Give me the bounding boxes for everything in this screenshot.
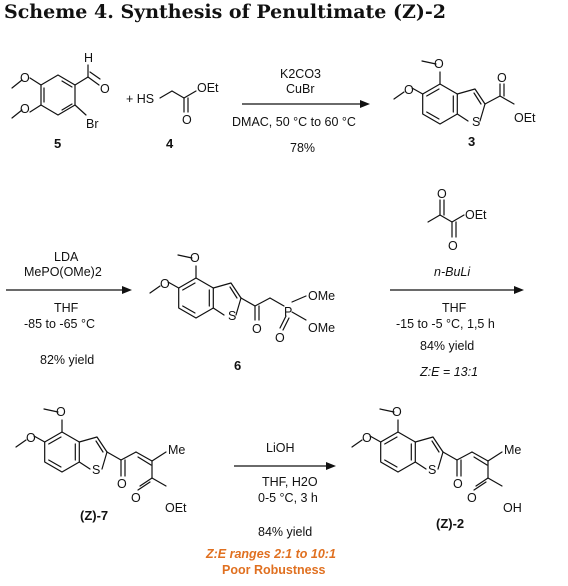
atom-br: Br [86, 117, 99, 131]
step4-solvent: THF, H2O [262, 475, 318, 489]
atom-o: O [56, 405, 66, 419]
atom-h: H [84, 51, 93, 65]
compound-z7-label: (Z)-7 [80, 508, 108, 523]
step2-reagent-lda: LDA [54, 250, 79, 264]
atom-o: O [392, 405, 402, 419]
atom-o: O [182, 113, 192, 127]
arrow-step-1 [242, 100, 370, 108]
atom-me: Me [168, 443, 185, 457]
atom-oh: OH [503, 501, 522, 515]
atom-o: O [467, 491, 477, 505]
step4-ratio-note: Z:E ranges 2:1 to 10:1 [205, 547, 336, 561]
step2-temperature: -85 to -65 °C [24, 317, 95, 331]
compound-5-structure: H O Br O O 5 [11, 51, 110, 151]
arrow-step-3 [390, 286, 524, 294]
atom-o: O [26, 431, 36, 445]
atom-ome: OMe [308, 289, 335, 303]
atom-oet: OEt [465, 208, 487, 222]
step2-solvent: THF [54, 301, 79, 315]
atom-ome: OMe [308, 321, 335, 335]
atom-o: O [20, 102, 30, 116]
atom-o: O [100, 82, 110, 96]
atom-o: O [497, 71, 507, 85]
atom-o: O [448, 239, 458, 253]
atom-s: S [92, 463, 100, 477]
atom-o: O [20, 71, 30, 85]
compound-3-structure: O OEt S O O 3 [393, 57, 536, 149]
atom-s: S [472, 115, 480, 129]
step3-ratio: Z:E = 13:1 [419, 365, 478, 379]
compound-4-structure: + HS O OEt 4 [126, 81, 219, 151]
atom-o: O [131, 491, 141, 505]
compound-6-label: 6 [234, 358, 241, 373]
compound-4-label: 4 [166, 136, 174, 151]
step4-reagent: LiOH [266, 441, 294, 455]
atom-p: P [284, 305, 292, 319]
atom-s: S [228, 309, 236, 323]
atom-o: O [117, 477, 127, 491]
atom-o: O [434, 57, 444, 71]
step1-reagent-k2co3: K2CO3 [280, 67, 321, 81]
step3-base: n-BuLi [434, 265, 471, 279]
step3-temperature: -15 to -5 °C, 1,5 h [396, 317, 495, 331]
atom-o: O [190, 251, 200, 265]
atom-oet: OEt [197, 81, 219, 95]
atom-o: O [437, 187, 447, 201]
step2-yield: 82% yield [40, 353, 94, 367]
atom-o: O [275, 331, 285, 345]
atom-o: O [404, 83, 414, 97]
atom-oet: OEt [514, 111, 536, 125]
scheme-title: Scheme 4. Synthesis of Penultimate (Z)-2 [4, 1, 446, 23]
compound-z2-label: (Z)-2 [436, 516, 464, 531]
arrow-step-4 [234, 462, 336, 470]
atom-o: O [252, 322, 262, 336]
step1-yield: 78% [290, 141, 315, 155]
step1-conditions: DMAC, 50 °C to 60 °C [232, 115, 356, 129]
atom-o: O [362, 431, 372, 445]
arrow-step-2 [6, 286, 132, 294]
ethyl-pyruvate-structure: O O OEt [427, 187, 487, 253]
atom-oet: OEt [165, 501, 187, 515]
atom-o: O [453, 477, 463, 491]
atom-s: S [428, 463, 436, 477]
step4-temperature: 0-5 °C, 3 h [258, 491, 318, 505]
atom-me: Me [504, 443, 521, 457]
step1-reagent-cubr: CuBr [286, 82, 314, 96]
step4-yield: 84% yield [258, 525, 312, 539]
step4-robustness-note: Poor Robustness [222, 563, 326, 577]
compound-6-structure: P OMe OMe O O S O O 6 [149, 251, 335, 373]
compound-5-label: 5 [54, 136, 61, 151]
plus-hs-label: + HS [126, 92, 154, 106]
atom-o: O [160, 277, 170, 291]
step2-reagent-mepo: MePO(OMe)2 [24, 265, 102, 279]
step3-solvent: THF [442, 301, 467, 315]
step3-yield: 84% yield [420, 339, 474, 353]
compound-3-label: 3 [468, 134, 475, 149]
compound-z7-structure: Me O O OEt S O O (Z)-7 [15, 405, 187, 523]
compound-z2-structure: Me O O OH S O O (Z)-2 [351, 405, 522, 531]
